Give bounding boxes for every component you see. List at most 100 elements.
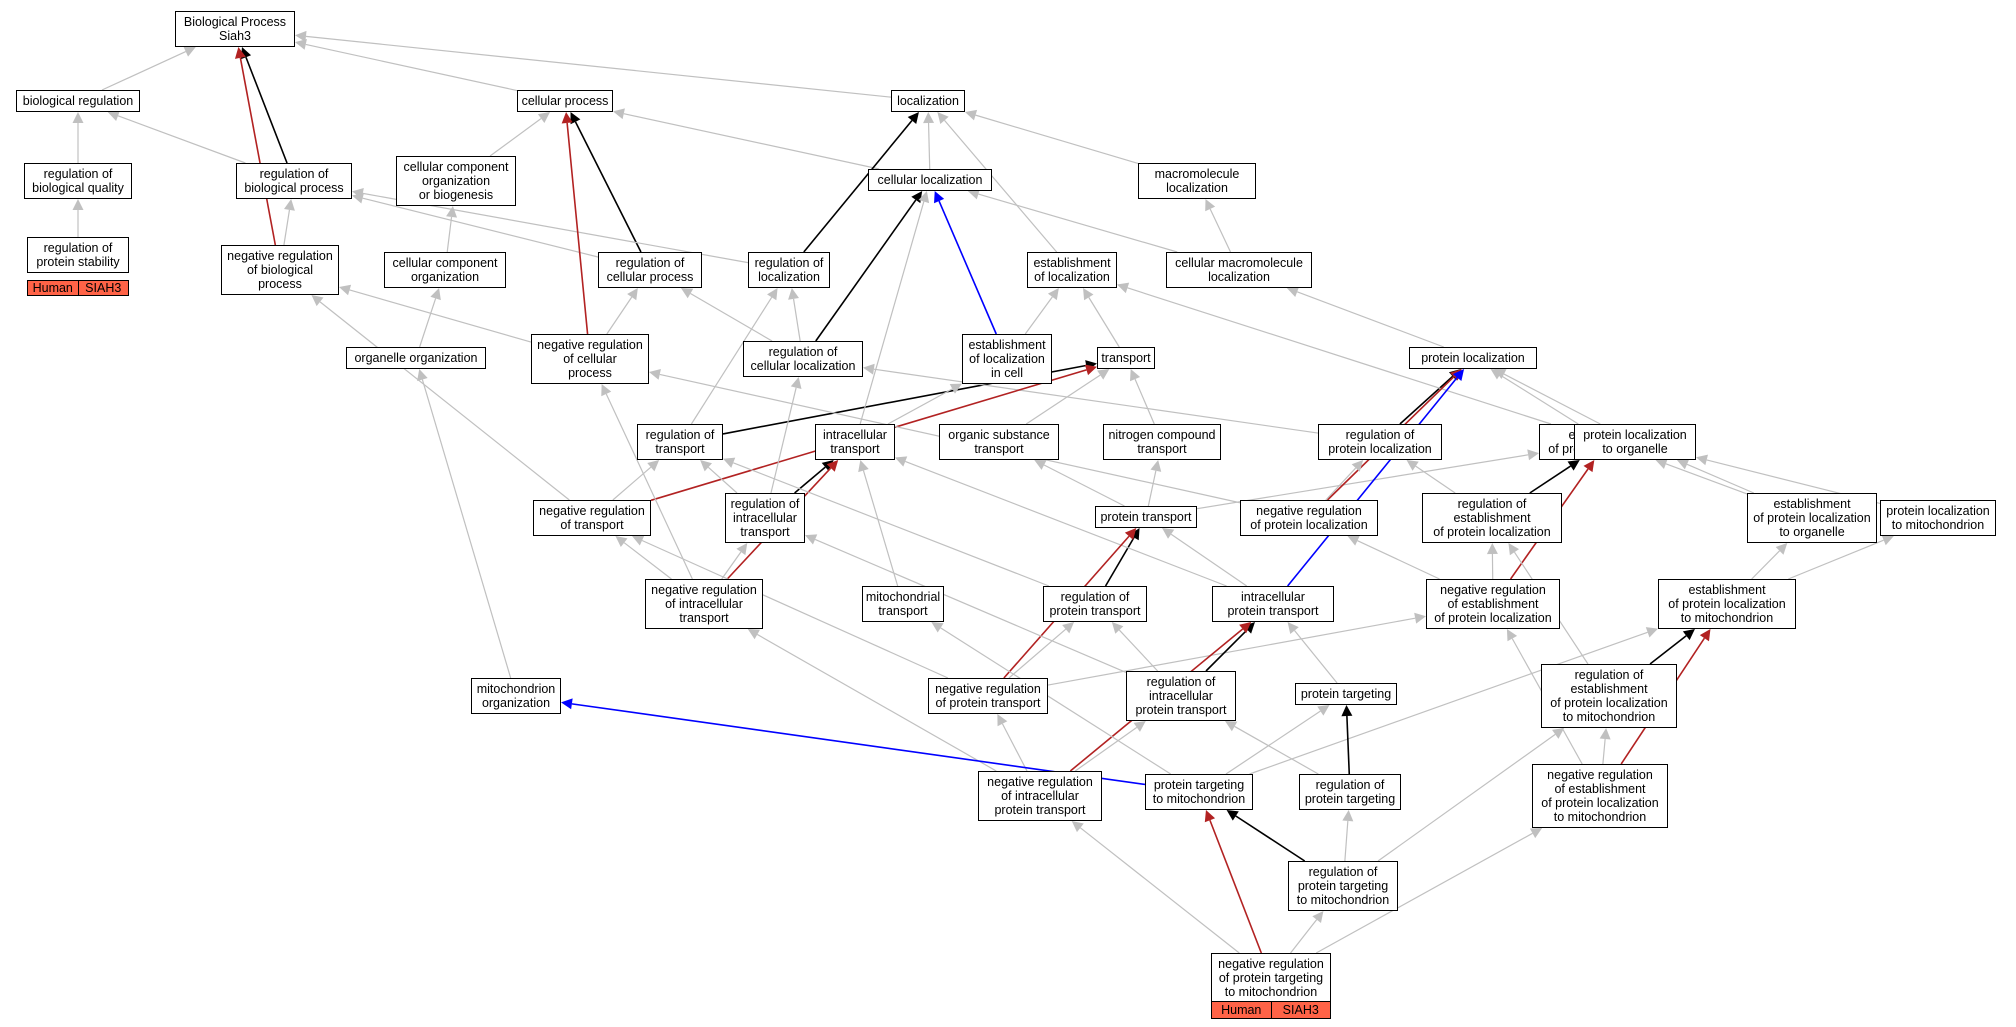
go-term-regbp[interactable]: regulation of biological process xyxy=(236,163,352,199)
go-term-cellproc[interactable]: cellular process xyxy=(517,90,613,112)
go-term-orgorg[interactable]: organelle organization xyxy=(346,347,486,369)
go-term-intraprottrans[interactable]: intracellular protein transport xyxy=(1212,586,1334,622)
go-term-ccorg[interactable]: cellular component organization or bioge… xyxy=(396,156,516,206)
go-term-prottarg[interactable]: protein targeting xyxy=(1295,683,1397,705)
go-term-protloc[interactable]: protein localization xyxy=(1409,347,1537,369)
edge-prottargtomito-to-prottarg xyxy=(1225,710,1321,775)
go-term-cco[interactable]: cellular component organization xyxy=(384,252,506,288)
edge-arrowhead xyxy=(537,112,551,123)
edge-arrowhead xyxy=(907,112,919,124)
go-term-orgsubtrans[interactable]: organic substance transport xyxy=(939,424,1059,460)
go-term-cellmacroloc[interactable]: cellular macromolecule localization xyxy=(1166,252,1312,288)
edge-arrowhead xyxy=(1567,460,1580,471)
go-term-negregbp[interactable]: negative regulation of biological proces… xyxy=(221,245,339,295)
go-term-negregtrans[interactable]: negative regulation of transport xyxy=(533,500,651,536)
edge-cellloc-to-loc xyxy=(927,122,931,170)
go-term-regestprotloc[interactable]: regulation of establishment of protein l… xyxy=(1422,493,1562,543)
go-term-cellloc[interactable]: cellular localization xyxy=(868,169,992,191)
go-term-negregprottrans[interactable]: negative regulation of protein transport xyxy=(928,678,1048,714)
edge-regprotloc-to-regcellloc xyxy=(873,368,1319,434)
edge-arrowhead xyxy=(613,108,625,120)
edge-arrowhead xyxy=(1129,369,1141,382)
go-term-regprottarg[interactable]: regulation of protein targeting xyxy=(1299,774,1401,810)
go-term-regprottargtomito[interactable]: regulation of protein targeting to mitoc… xyxy=(1288,861,1398,911)
go-term-negregprotloc[interactable]: negative regulation of protein localizat… xyxy=(1240,500,1378,536)
edge-regprottarg-to-prottarg xyxy=(1346,715,1351,775)
edge-regestprotloc-to-regprotloc xyxy=(1415,465,1456,494)
go-term-prottargtomito[interactable]: protein targeting to mitochondrion xyxy=(1145,774,1253,810)
go-term-regestprotloctomito[interactable]: regulation of establishment of protein l… xyxy=(1541,664,1677,728)
edge-macroloc-to-loc xyxy=(975,114,1139,165)
go-term-mitoorg[interactable]: mitochondrion organization xyxy=(471,678,561,714)
go-term-negregprottargtomito[interactable]: negative regulation of protein targeting… xyxy=(1211,953,1331,1003)
edge-arrowhead xyxy=(284,199,295,211)
edge-regintraprottrans-to-regprottrans xyxy=(1118,629,1159,672)
edge-arrowhead xyxy=(863,363,875,375)
go-term-negregcp[interactable]: negative regulation of cellular process xyxy=(531,334,649,384)
edge-arrowhead xyxy=(1084,364,1097,376)
edge-prottargtomito-to-estprotloctomito xyxy=(1249,631,1648,775)
go-term-mitotrans[interactable]: mitochondrial transport xyxy=(862,586,944,622)
go-term-estprotloctoorg[interactable]: establishment of protein localization to… xyxy=(1747,493,1877,543)
go-term-prottrans[interactable]: protein transport xyxy=(1095,506,1197,528)
edge-prottrans-to-estprotloc xyxy=(1196,454,1529,510)
edge-arrowhead xyxy=(1583,460,1595,473)
edge-estprotloctoorg-to-estprotloc xyxy=(1665,463,1748,495)
edge-arrowhead xyxy=(1676,459,1690,470)
go-term-negregintratrans[interactable]: negative regulation of intracellular tra… xyxy=(645,579,763,629)
edge-arrowhead xyxy=(1124,528,1137,540)
go-term-protloctomito[interactable]: protein localization to mitochondrion xyxy=(1880,500,1996,536)
edge-arrowhead xyxy=(1696,454,1709,466)
edge-negregintraprottrans-to-regintraprottrans xyxy=(1074,726,1138,772)
edge-arrowhead xyxy=(1775,543,1788,555)
go-term-estprotloctomito[interactable]: establishment of protein localization to… xyxy=(1658,579,1796,629)
go-term-regprottrans[interactable]: regulation of protein transport xyxy=(1043,586,1147,622)
go-term-regtrans[interactable]: regulation of transport xyxy=(637,424,723,460)
edge-arrowhead xyxy=(747,629,761,640)
edge-arrowhead xyxy=(964,109,978,121)
edge-regprottargtomito-to-regprottarg xyxy=(1344,820,1349,862)
go-term-transport[interactable]: transport xyxy=(1097,347,1155,369)
go-term-negregestprotloc[interactable]: negative regulation of establishment of … xyxy=(1426,579,1560,629)
go-term-estloc[interactable]: establishment of localization xyxy=(1027,252,1117,288)
edge-arrowhead xyxy=(1527,449,1539,461)
edge-regcellloc-to-cellloc xyxy=(815,199,917,342)
go-term-protloctoorg[interactable]: protein localization to organelle xyxy=(1574,424,1696,460)
edge-arrowhead xyxy=(72,112,84,123)
go-term-regprotloc[interactable]: regulation of protein localization xyxy=(1318,424,1442,460)
go-term-regintraprottrans[interactable]: regulation of intracellular protein tran… xyxy=(1126,671,1236,721)
go-term-negregintraprottrans[interactable]: negative regulation of intracellular pro… xyxy=(978,771,1102,821)
edge-prottargtomito-to-mitotrans xyxy=(940,627,1171,775)
go-term-nitrotrans[interactable]: nitrogen compound transport xyxy=(1103,424,1221,460)
go-term-intratrans[interactable]: intracellular transport xyxy=(815,424,895,460)
edge-protloc-to-cellmacroloc xyxy=(1296,291,1444,348)
go-term-macroloc[interactable]: macromolecule localization xyxy=(1138,163,1256,199)
edge-negregprottargtomito-to-prottargtomito xyxy=(1209,819,1263,954)
edge-arrowhead xyxy=(601,384,612,397)
go-term-regloc[interactable]: regulation of localization xyxy=(748,252,830,288)
go-term-regps[interactable]: regulation of protein stability xyxy=(27,237,129,273)
go-term-bp[interactable]: Biological Process Siah3 xyxy=(175,11,295,47)
edge-arrowhead xyxy=(615,536,628,548)
edge-arrowhead xyxy=(680,288,694,299)
go-term-estlocincell[interactable]: establishment of localization in cell xyxy=(962,334,1052,384)
edge-regloc-to-loc xyxy=(803,119,913,253)
edge-prottarg-to-intraprottrans xyxy=(1294,630,1338,684)
go-term-regbq[interactable]: regulation of biological quality xyxy=(24,163,132,199)
edge-arrowhead xyxy=(1351,460,1364,472)
go-term-regcp[interactable]: regulation of cellular process xyxy=(598,252,702,288)
go-term-bioreg[interactable]: biological regulation xyxy=(16,90,140,112)
edge-regintratrans-to-regcellloc xyxy=(770,387,797,494)
edge-cellproc-to-bp xyxy=(305,43,518,92)
go-term-negregestprotloctomito[interactable]: negative regulation of establishment of … xyxy=(1532,764,1668,828)
edge-ccorg-to-cellproc xyxy=(489,118,542,157)
edge-arrowhead xyxy=(570,112,581,125)
edge-arrowhead xyxy=(700,460,712,472)
edge-negregcp-to-negregbp xyxy=(349,289,532,343)
go-term-regintratrans[interactable]: regulation of intracellular transport xyxy=(725,493,805,543)
edge-arrowhead xyxy=(826,460,839,472)
edge-arrowhead xyxy=(967,188,980,200)
go-term-loc[interactable]: localization xyxy=(891,90,965,112)
go-term-regcellloc[interactable]: regulation of cellular localization xyxy=(743,341,863,377)
